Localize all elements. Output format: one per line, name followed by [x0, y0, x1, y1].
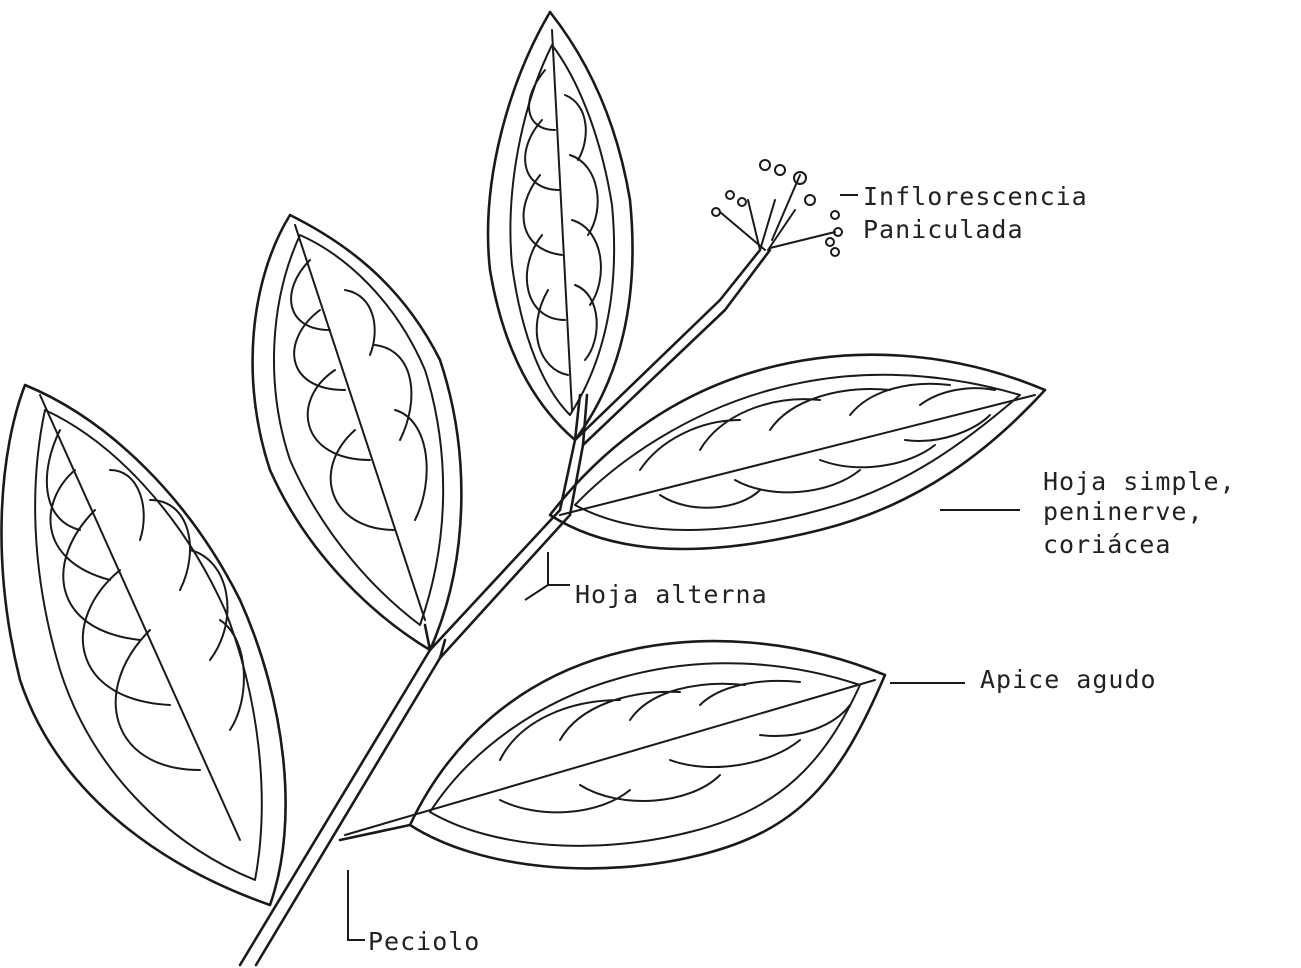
- callout-alternate-leaf: [525, 552, 570, 600]
- label-alternate-leaf: Hoja alterna: [575, 580, 768, 609]
- label-inflorescence-line2: Paniculada: [863, 215, 1024, 244]
- label-simple-leaf-line1: Hoja simple,: [1043, 467, 1236, 496]
- leaf-right-lower: [340, 641, 885, 868]
- inflorescence-panicle: [712, 160, 842, 256]
- label-simple-leaf-line2: peninerve,: [1043, 497, 1204, 526]
- label-simple-leaf-line3: coriácea: [1043, 530, 1171, 559]
- leaf-top: [488, 12, 632, 440]
- label-acute-apex: Apice agudo: [980, 665, 1157, 694]
- callout-petiole: [348, 870, 365, 940]
- leaf-left: [1, 385, 285, 905]
- label-petiole: Peciolo: [368, 927, 480, 956]
- leaf-mid-left: [253, 215, 462, 650]
- leaf-right-upper: [550, 355, 1045, 549]
- label-inflorescence-line1: Inflorescencia: [863, 182, 1088, 211]
